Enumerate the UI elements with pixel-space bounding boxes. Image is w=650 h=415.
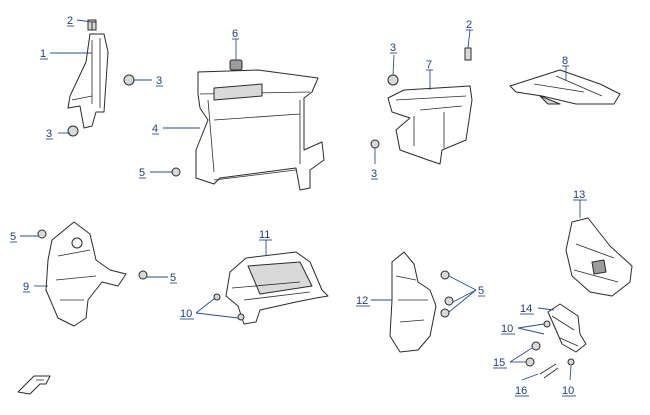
callout-3: 3 <box>371 168 377 180</box>
callout-5: 5 <box>478 285 484 297</box>
part-4-support-bracket <box>195 69 325 191</box>
part-7-bracket <box>387 85 473 165</box>
leader-lines <box>20 19 581 381</box>
part-5-screw-12 <box>440 270 454 318</box>
callout-7: 7 <box>426 59 432 71</box>
part-11-tray <box>225 251 329 325</box>
part-13-lower-cover <box>565 217 633 297</box>
callout-13: 13 <box>573 189 585 201</box>
part-6-grommet <box>229 59 243 71</box>
part-10-clip <box>213 293 245 321</box>
callout-5: 5 <box>139 167 145 179</box>
part-15-washer <box>525 341 541 367</box>
callout-10: 10 <box>501 323 513 335</box>
part-2-pin <box>91 21 472 61</box>
callout-1: 1 <box>40 48 46 60</box>
callout-10: 10 <box>562 385 574 397</box>
part-3-bolt <box>67 74 135 137</box>
part-5-screw-9 <box>37 229 148 280</box>
part-12-side-cover <box>389 251 437 353</box>
callout-3: 3 <box>46 128 52 140</box>
callout-2: 2 <box>67 15 73 27</box>
callout-16: 16 <box>515 385 527 397</box>
callout-3: 3 <box>390 42 396 54</box>
part-1-mount-bracket <box>67 19 109 129</box>
callout-3: 3 <box>156 75 162 87</box>
callout-11: 11 <box>259 229 270 241</box>
callout-5: 5 <box>170 272 176 284</box>
callout-2: 2 <box>466 19 472 31</box>
front-arrow-icon <box>17 375 51 395</box>
callout-10: 10 <box>180 308 192 320</box>
part-5-screw <box>171 167 181 177</box>
part-16-spring <box>539 363 559 379</box>
part-9-side-cover <box>45 221 127 327</box>
callout-labels: 1 2 3 3 4 5 6 3 2 7 3 8 5 9 5 11 10 12 <box>10 15 587 397</box>
callout-8: 8 <box>562 55 568 67</box>
part-8-cover <box>509 69 621 105</box>
callout-15: 15 <box>493 357 505 369</box>
callout-9: 9 <box>23 281 29 293</box>
callout-12: 12 <box>356 295 368 307</box>
callout-4: 4 <box>152 123 158 135</box>
callout-14: 14 <box>520 303 532 315</box>
part-14-hinge-bracket <box>547 303 587 353</box>
callout-5: 5 <box>10 231 16 243</box>
callout-6: 6 <box>232 28 238 40</box>
